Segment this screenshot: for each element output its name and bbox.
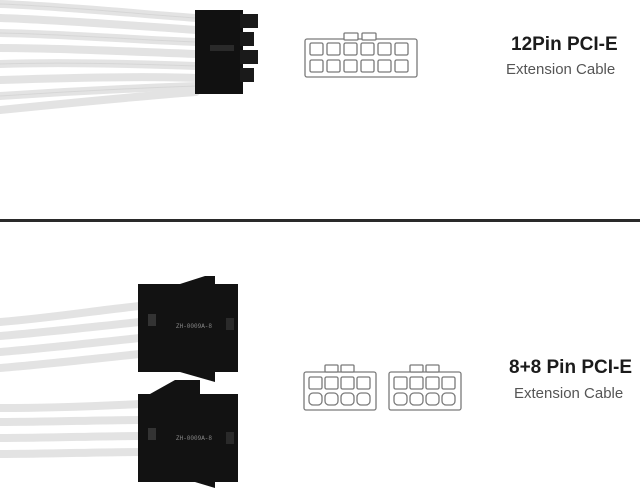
section-divider [0, 219, 640, 222]
sleeved-wires-lower [0, 400, 144, 458]
cable-illustration-8plus8: ZH-0009A-8 ZH-0009A-8 [0, 276, 462, 488]
product-title: 8+8 Pin PCI-E [509, 357, 633, 378]
product-panel-8plus8: ZH-0009A-8 ZH-0009A-8 [0, 222, 640, 489]
8-pin-connector-icon [388, 364, 462, 411]
product-subtitle: Extension Cable [506, 61, 616, 78]
product-panel-12pin: 12Pin PCI-E Extension Cable [0, 0, 640, 219]
connector-12pin [195, 10, 258, 94]
cable-illustration-12pin [0, 0, 418, 114]
sleeved-wires-upper [0, 302, 144, 372]
connector-8pin-lower: ZH-0009A-8 [138, 380, 238, 488]
12-pin-connector-icon [304, 32, 418, 78]
product-title: 12Pin PCI-E [511, 34, 618, 55]
connector-8pin-upper: ZH-0009A-8 [138, 276, 238, 382]
connector-print-lower: ZH-0009A-8 [176, 435, 212, 442]
product-subtitle: Extension Cable [514, 385, 624, 402]
8-pin-connector-icon [303, 364, 377, 411]
connector-print-upper: ZH-0009A-8 [176, 323, 212, 330]
